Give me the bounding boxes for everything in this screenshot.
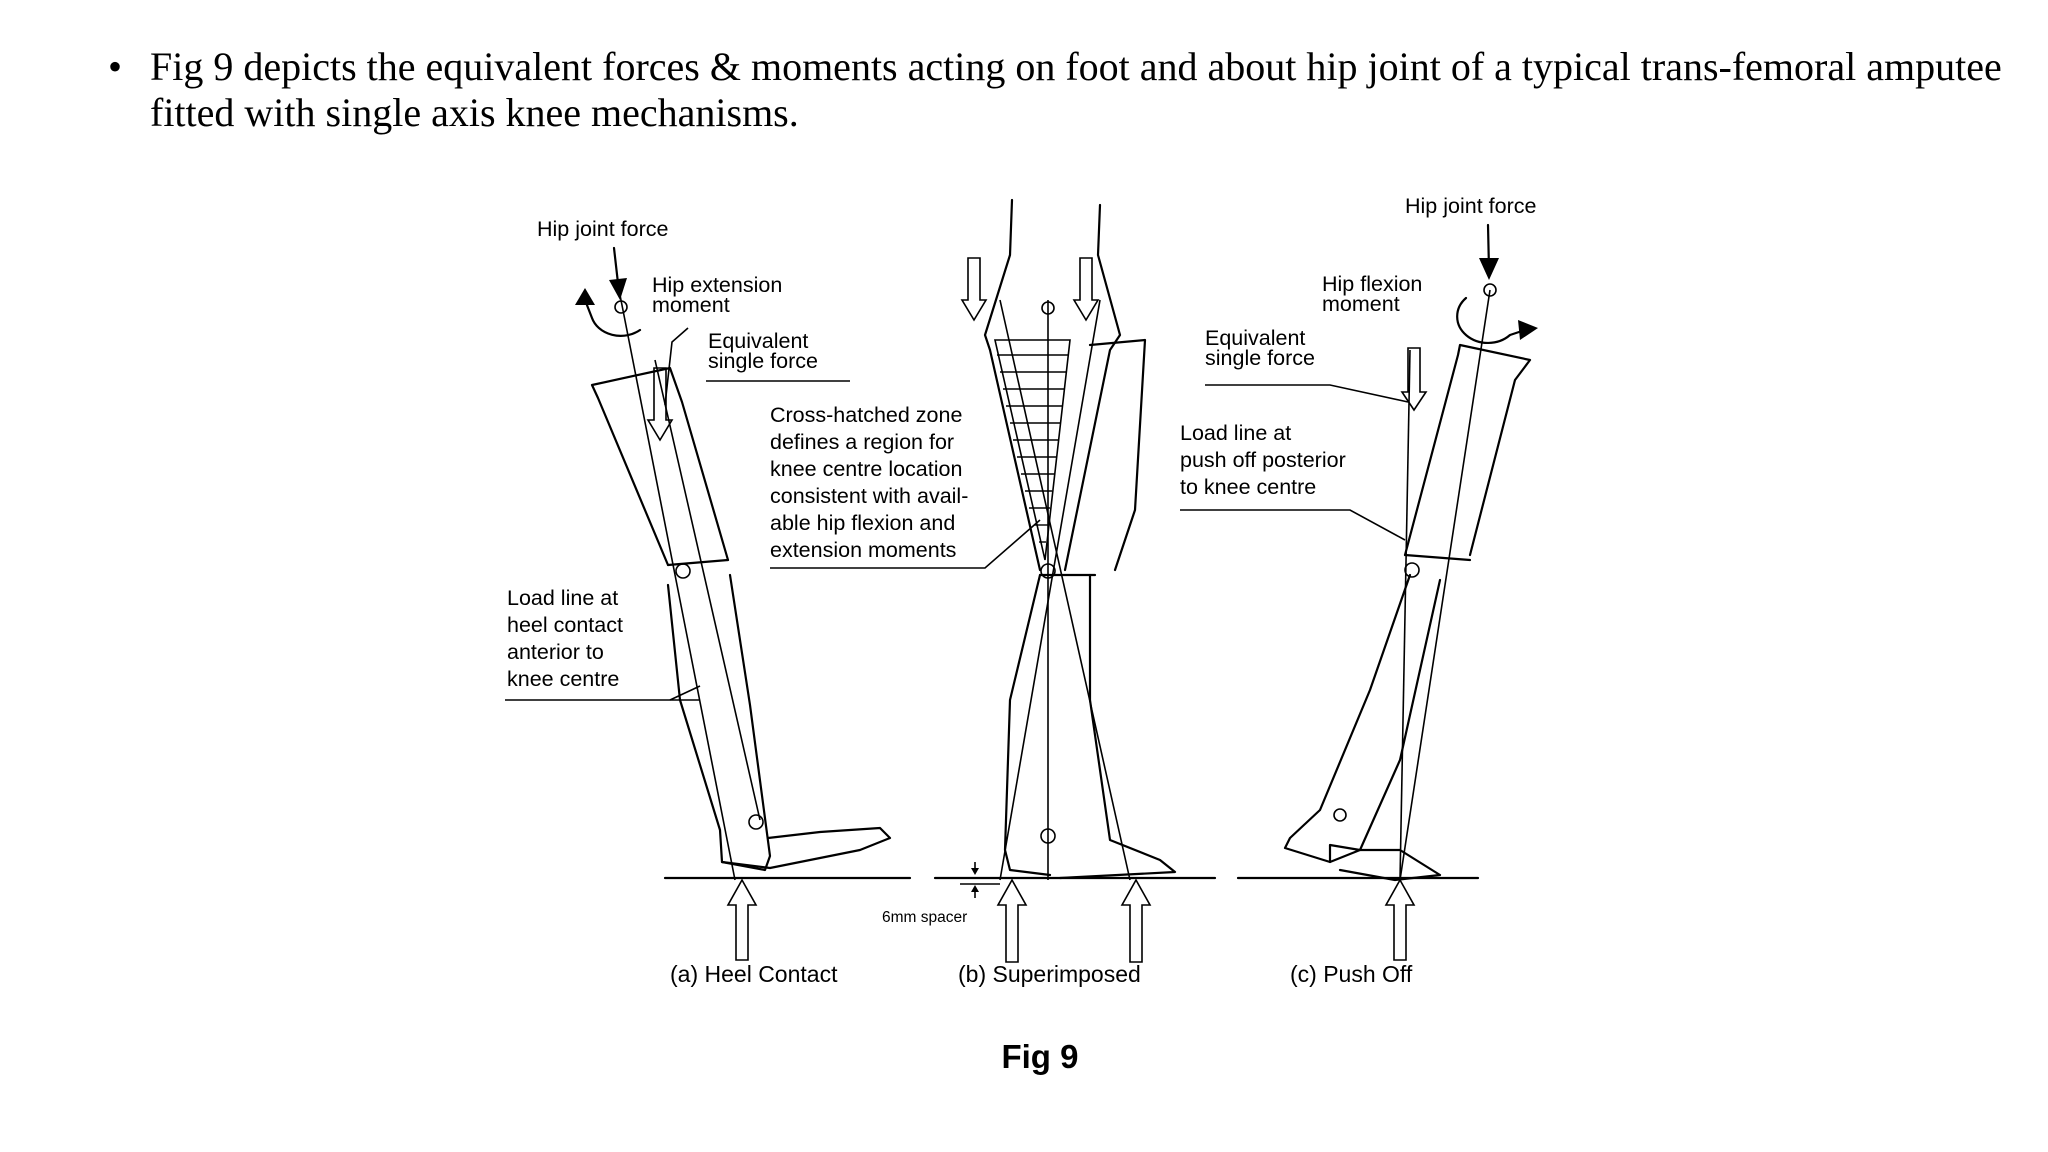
spacer-arrow-bottom <box>971 885 979 892</box>
leader-single-force-a <box>664 327 689 406</box>
thigh-socket-c <box>1403 343 1532 557</box>
label-hip-flexion: Hip flexion <box>1322 272 1422 296</box>
label-zone-note-1: Cross-hatched zone <box>770 403 962 427</box>
panel-push-off: Hip joint force Hip flexion moment Equiv… <box>1180 194 1538 987</box>
label-zone-note-3: knee centre location <box>770 457 962 481</box>
label-zone-note-4: consistent with avail- <box>770 484 968 508</box>
foot-c <box>1328 843 1442 882</box>
knee-centre-a <box>675 563 691 579</box>
ankle-c <box>1333 808 1347 822</box>
shank-b-left <box>1003 573 1052 877</box>
label-zone-note-2: defines a region for <box>770 430 954 454</box>
hip-joint-c <box>1483 283 1497 297</box>
ground-reaction-arrow-b-right <box>1120 878 1152 963</box>
thigh-outline-b-left <box>983 198 1042 572</box>
leader-load-line-tip-a <box>669 685 701 701</box>
knee-joint-line-a <box>666 558 730 567</box>
shank-a <box>666 573 772 872</box>
leader-load-line-c <box>1180 509 1406 541</box>
load-line-a <box>619 294 736 881</box>
label-load-line-a-2: heel contact <box>507 613 623 637</box>
label-load-line-a-4: knee centre <box>507 667 619 691</box>
ground-reaction-arrow-b-left <box>996 878 1028 963</box>
thigh-socket-b <box>1088 338 1147 572</box>
label-load-line-a-1: Load line at <box>507 586 618 610</box>
load-line-b-1 <box>999 299 1101 881</box>
thigh-socket-a <box>590 366 730 567</box>
panel-superimposed: Cross-hatched zone defines a region for … <box>770 198 1217 987</box>
hip-flexion-moment-arc <box>1456 296 1527 344</box>
spacer-arrow-top <box>971 868 979 875</box>
label-load-line-c-2: push off posterior <box>1180 448 1346 472</box>
hatch-lines <box>997 354 1068 543</box>
label-load-line-c-3: to knee centre <box>1180 475 1316 499</box>
label-moment-a: moment <box>652 293 730 317</box>
figure-caption: Fig 9 <box>1001 1038 1079 1075</box>
hip-force-arrowhead-c <box>1479 258 1499 280</box>
caption-superimposed: (b) Superimposed <box>958 961 1141 987</box>
knee-joint-line-c <box>1403 553 1472 562</box>
label-hip-extension: Hip extension <box>652 273 782 297</box>
hip-force-arrowhead-a <box>609 278 627 300</box>
foot-a <box>720 826 892 870</box>
label-zone-note-5: able hip flexion and <box>770 511 955 535</box>
moment-arrowhead-c <box>1518 320 1538 340</box>
label-spacer: 6mm spacer <box>882 909 967 926</box>
force-arrow-b-left <box>960 257 988 322</box>
ankle-b <box>1040 828 1056 844</box>
caption-heel-contact: (a) Heel Contact <box>670 961 838 987</box>
label-load-line-a-3: anterior to <box>507 640 604 664</box>
load-line-c <box>1399 289 1491 881</box>
bullet-symbol: • <box>108 44 123 89</box>
label-zone-note-6: extension moments <box>770 538 956 562</box>
leader-zone-note <box>770 519 1041 569</box>
shank-b-right <box>1058 573 1177 880</box>
moment-arrowhead-a <box>575 288 595 305</box>
label-hip-joint-force-a: Hip joint force <box>537 217 668 241</box>
single-force-arrow-c <box>1400 347 1428 412</box>
load-line-b-2 <box>999 299 1131 881</box>
bullet-text: Fig 9 depicts the equivalent forces & mo… <box>150 44 2002 135</box>
force-arrow-b-right <box>1072 257 1100 322</box>
hip-joint-b <box>1041 301 1055 315</box>
hip-extension-moment-arc <box>583 298 642 337</box>
shank-c <box>1283 573 1442 864</box>
ground-reaction-arrow-c <box>1384 878 1416 961</box>
label-hip-joint-force-c: Hip joint force <box>1405 194 1536 218</box>
thigh-outline-b-right <box>1063 203 1122 572</box>
hip-joint-a <box>614 300 628 314</box>
limb-axis-a <box>654 359 761 821</box>
caption-push-off: (c) Push Off <box>1290 961 1413 987</box>
limb-axis-c <box>1399 349 1411 881</box>
label-load-line-c-1: Load line at <box>1180 421 1291 445</box>
cross-hatched-zone <box>993 339 1071 561</box>
label-equivalent-a: Equivalent <box>708 329 808 353</box>
label-single-force-a: single force <box>708 349 818 373</box>
knee-centre-b <box>1040 563 1056 579</box>
knee-centre-c <box>1404 562 1420 578</box>
panel-heel-contact: Hip joint force Hip extension moment Equ… <box>505 217 912 987</box>
single-force-arrow-a <box>646 367 674 442</box>
ankle-a <box>748 814 764 830</box>
label-equivalent-c: Equivalent <box>1205 326 1305 350</box>
label-single-force-c: single force <box>1205 346 1315 370</box>
leader-single-force-c <box>1205 384 1409 403</box>
ground-reaction-arrow-a <box>726 878 758 961</box>
label-moment-c: moment <box>1322 292 1400 316</box>
